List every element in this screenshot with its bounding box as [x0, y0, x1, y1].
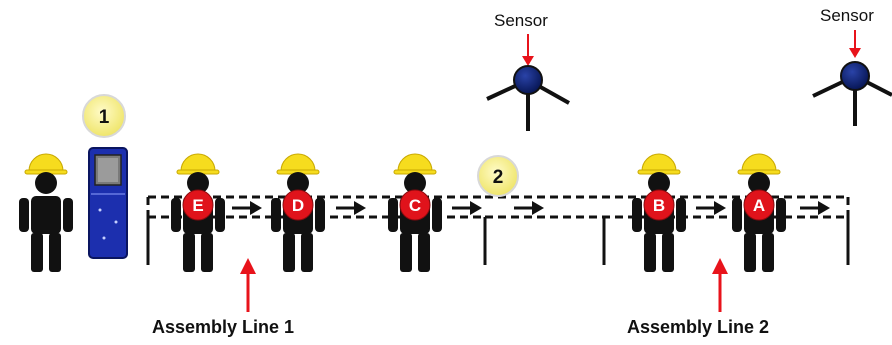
sensor-label-2: Sensor — [820, 6, 874, 25]
station-badge-c: C — [399, 189, 431, 221]
sensor-2 — [812, 30, 892, 126]
handheld-scanner-device — [88, 147, 128, 259]
station-badge-e: E — [182, 189, 214, 221]
station-letter: C — [409, 196, 421, 215]
sensor-1 — [486, 34, 570, 131]
conveyor-line-2 — [485, 195, 850, 219]
sensor-label-1: Sensor — [494, 11, 548, 30]
station-letter: D — [292, 196, 304, 215]
assembly-line-2-label: Assembly Line 2 — [627, 317, 770, 337]
station-badge-b: B — [643, 189, 675, 221]
station-badge-d: D — [282, 189, 314, 221]
callout-number: 2 — [493, 167, 504, 188]
worker-operator — [18, 153, 74, 273]
station-letter: A — [753, 196, 765, 215]
station-letter: B — [653, 196, 665, 215]
assembly-line-1-label: Assembly Line 1 — [152, 317, 295, 337]
conveyor-legs — [146, 217, 850, 265]
assembly-line-2-arrow — [712, 258, 728, 312]
station-letter: E — [192, 196, 203, 215]
station-badge-a: A — [743, 189, 775, 221]
callout-2: 2 — [477, 155, 519, 197]
callout-1: 1 — [82, 94, 126, 138]
assembly-line-1-arrow — [240, 258, 256, 312]
flow-arrows — [232, 201, 830, 215]
callout-number: 1 — [99, 107, 110, 128]
